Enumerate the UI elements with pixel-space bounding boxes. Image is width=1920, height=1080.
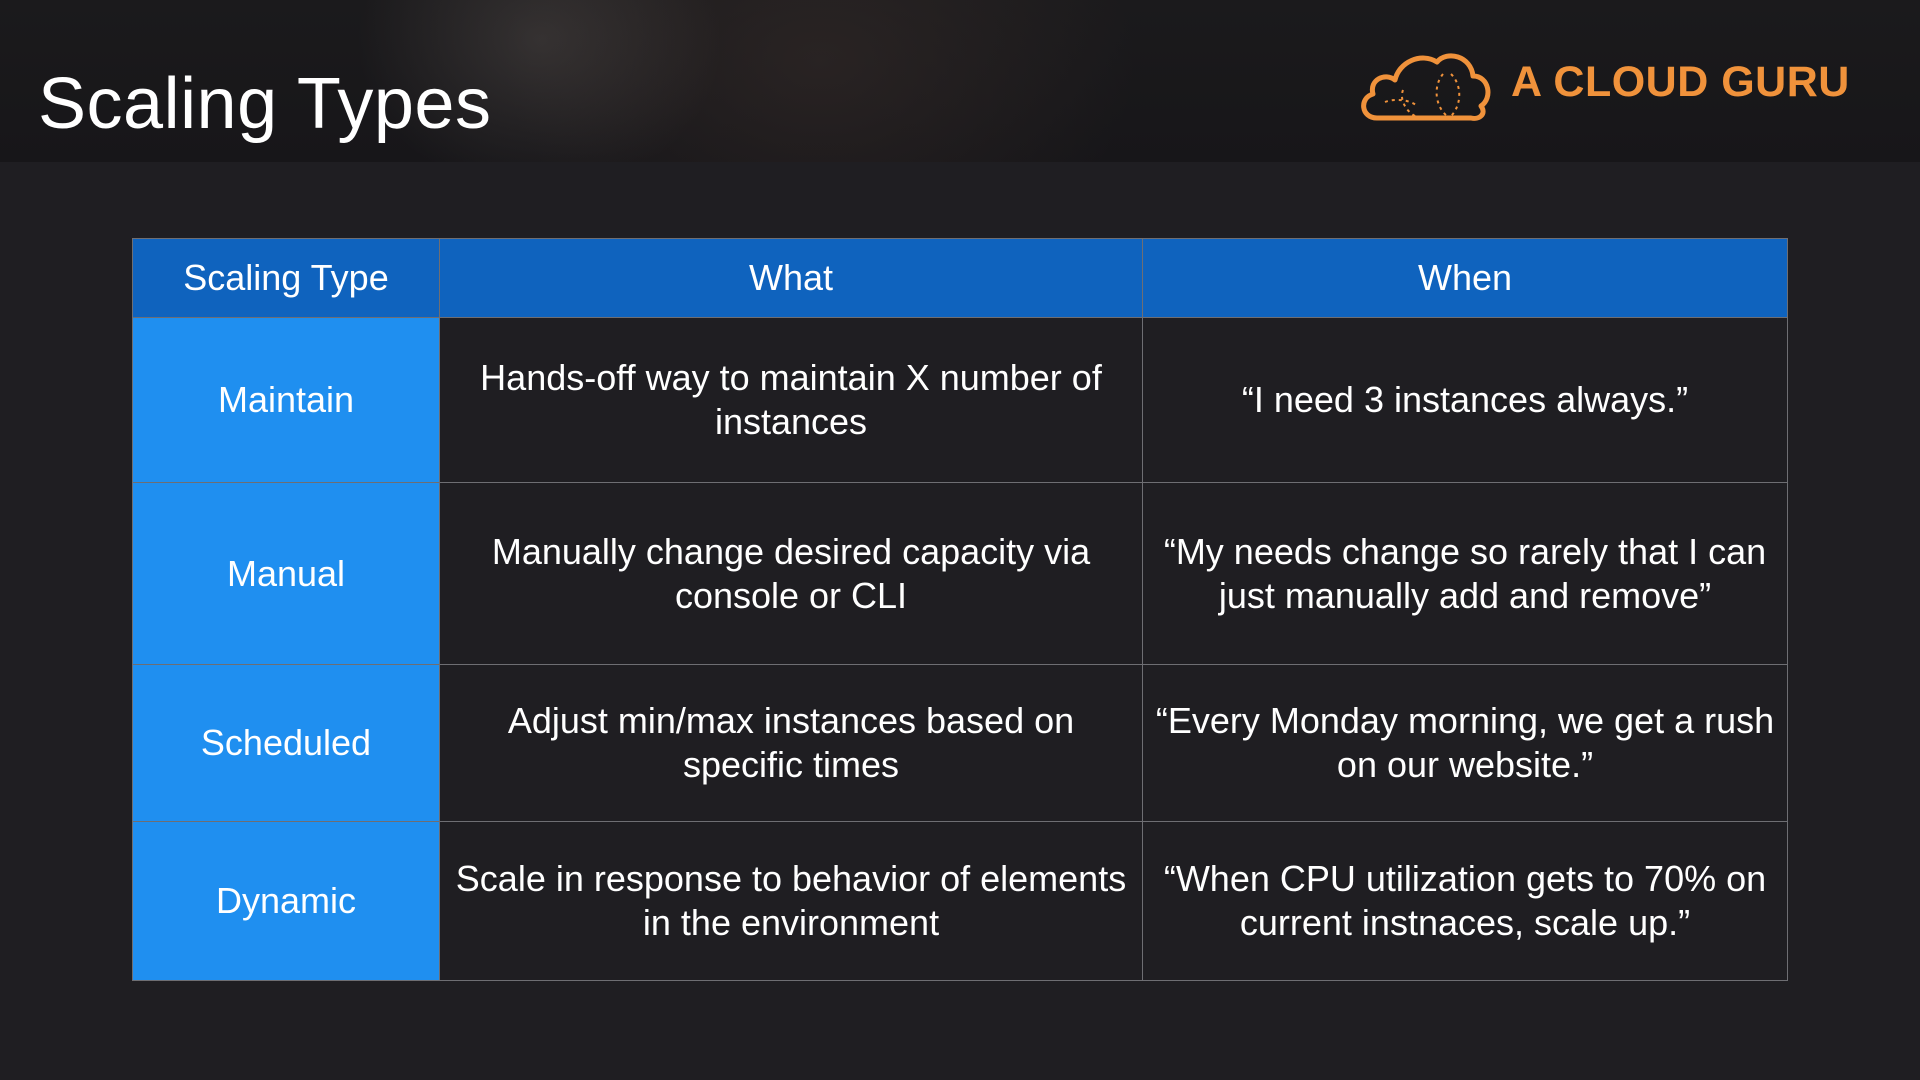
column-header-when: When xyxy=(1142,238,1788,318)
table-row: Manual Manually change desired capacity … xyxy=(132,482,1788,665)
what-cell: Manually change desired capacity via con… xyxy=(439,482,1143,665)
table-row: Scheduled Adjust min/max instances based… xyxy=(132,664,1788,822)
brand-name: A CLOUD GURU xyxy=(1511,58,1850,106)
what-cell: Hands-off way to maintain X number of in… xyxy=(439,317,1143,483)
table-header-row: Scaling Type What When xyxy=(132,238,1788,318)
cloud-icon xyxy=(1361,53,1491,121)
scaling-type-cell: Maintain xyxy=(132,317,440,483)
scaling-type-cell: Dynamic xyxy=(132,821,440,981)
column-header-scaling-type: Scaling Type xyxy=(132,238,440,318)
when-cell: “When CPU utilization gets to 70% on cur… xyxy=(1142,821,1788,981)
scaling-types-table: Scaling Type What When Maintain Hands-of… xyxy=(132,238,1788,981)
scaling-type-cell: Scheduled xyxy=(132,664,440,822)
when-cell: “I need 3 instances always.” xyxy=(1142,317,1788,483)
what-cell: Scale in response to behavior of element… xyxy=(439,821,1143,981)
table-row: Maintain Hands-off way to maintain X num… xyxy=(132,317,1788,483)
when-cell: “Every Monday morning, we get a rush on … xyxy=(1142,664,1788,822)
scaling-type-cell: Manual xyxy=(132,482,440,665)
slide-header: Scaling Types A CLOUD GURU xyxy=(0,0,1920,162)
when-cell: “My needs change so rarely that I can ju… xyxy=(1142,482,1788,665)
table-row: Dynamic Scale in response to behavior of… xyxy=(132,821,1788,981)
what-cell: Adjust min/max instances based on specif… xyxy=(439,664,1143,822)
column-header-what: What xyxy=(439,238,1143,318)
slide-title: Scaling Types xyxy=(38,64,492,144)
brand-logo: A CLOUD GURU xyxy=(1355,40,1850,125)
